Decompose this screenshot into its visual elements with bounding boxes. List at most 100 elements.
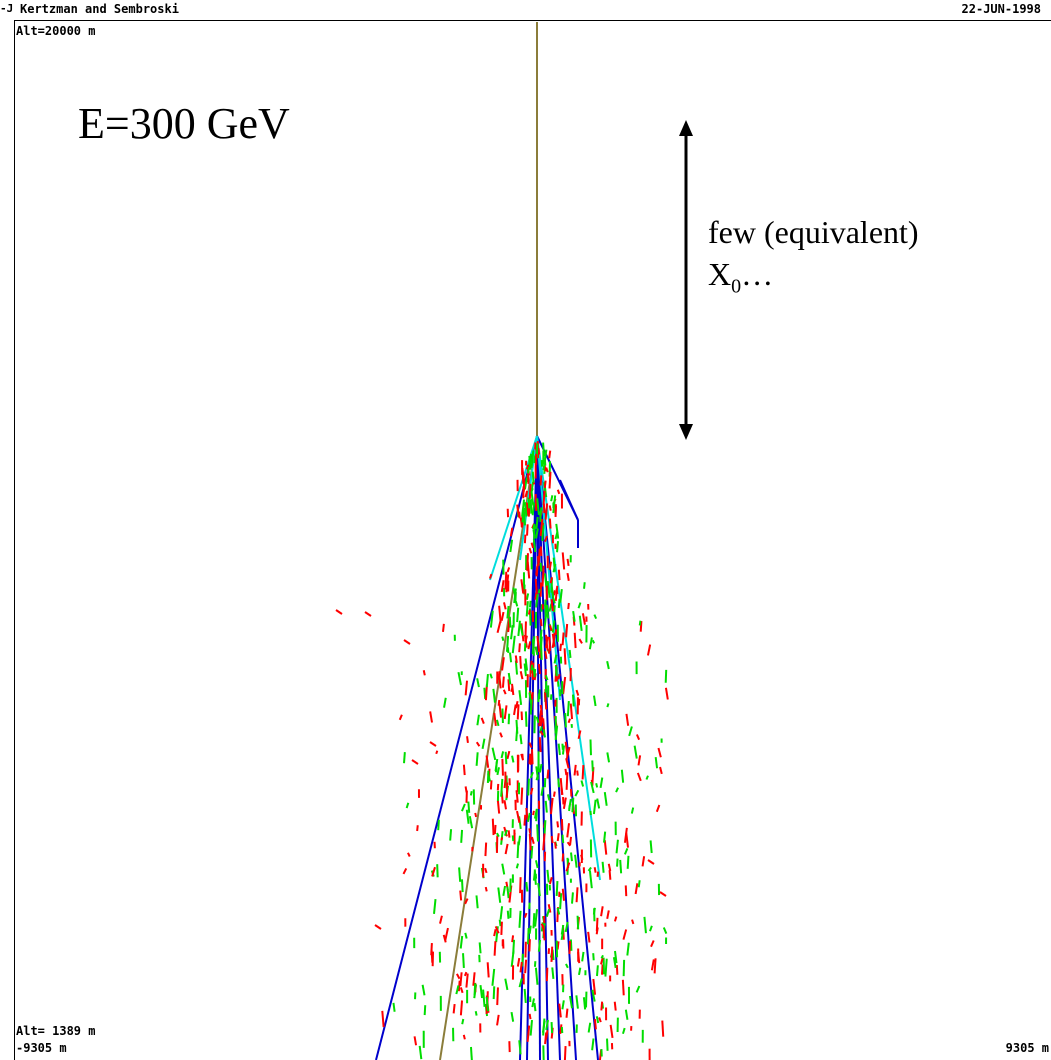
- electron-segment: [552, 791, 556, 797]
- positron-segment: [515, 863, 520, 869]
- electron-segment: [636, 772, 642, 782]
- positron-segment: [582, 997, 587, 1010]
- positron-segment: [518, 978, 523, 988]
- electron-segment: [525, 807, 529, 821]
- electron-segment: [532, 810, 535, 816]
- positron-segment: [593, 695, 597, 707]
- electron-segment: [509, 527, 514, 537]
- electron-segment: [559, 643, 563, 652]
- electron-segment: [600, 906, 604, 917]
- positron-segment: [537, 939, 542, 952]
- positron-segment: [476, 714, 480, 726]
- positron-segment: [405, 802, 410, 809]
- positron-segment: [532, 913, 536, 929]
- electron-segment: [484, 842, 488, 857]
- positron-segment: [537, 588, 541, 594]
- positron-segment: [587, 1022, 592, 1033]
- electron-segment: [497, 699, 501, 706]
- electron-segment: [413, 1036, 418, 1046]
- positron-segment: [530, 490, 535, 506]
- frame-top-border: [14, 20, 1051, 21]
- positron-segment: [509, 539, 514, 553]
- electron-segment: [526, 561, 531, 579]
- electron-segment: [514, 655, 518, 664]
- positron-segment: [517, 620, 521, 637]
- electron-segment: [542, 925, 546, 941]
- positron-segment: [561, 834, 565, 844]
- electron-segment: [528, 547, 533, 554]
- positron-segment: [624, 1009, 629, 1020]
- positron-segment: [532, 667, 536, 677]
- positron-segment: [596, 798, 601, 809]
- electron-segment: [403, 639, 411, 645]
- positron-segment: [554, 531, 559, 540]
- positron-segment: [418, 1045, 423, 1060]
- positron-segment: [531, 636, 536, 655]
- electron-segment: [524, 490, 529, 498]
- positron-segment: [588, 637, 593, 650]
- positron-segment: [633, 745, 638, 759]
- positron-segment: [542, 1018, 546, 1036]
- electron-segment: [381, 1010, 385, 1028]
- electron-segment: [516, 957, 521, 967]
- electron-segment: [500, 611, 505, 621]
- electron-segment: [544, 692, 548, 710]
- electron-segment: [493, 824, 497, 835]
- electron-segment: [550, 835, 554, 844]
- electron-segment: [524, 635, 528, 644]
- positron-segment: [553, 605, 556, 613]
- positron-segment: [551, 620, 556, 633]
- electron-segment: [631, 919, 635, 925]
- positron-segment: [649, 840, 653, 854]
- electron-segment: [641, 856, 646, 867]
- radiation-length-note: few (equivalent) X0…: [708, 212, 919, 299]
- positron-segment: [591, 639, 596, 644]
- electron-segment: [429, 711, 433, 723]
- electron-segment: [548, 561, 553, 571]
- electron-segment: [485, 755, 490, 768]
- electron-segment: [535, 565, 539, 576]
- electron-segment: [661, 1020, 665, 1037]
- electron-segment: [593, 1019, 597, 1030]
- electron-segment: [542, 503, 546, 514]
- positron-segment: [481, 738, 486, 750]
- electron-segment: [550, 599, 554, 612]
- electron-segment: [560, 818, 564, 831]
- electron-segment: [484, 684, 488, 701]
- electron-segment: [613, 916, 618, 922]
- electron-segment: [575, 887, 579, 903]
- electron-segment: [442, 934, 447, 943]
- positron-segment: [561, 745, 565, 755]
- positron-segment: [465, 809, 470, 824]
- positron-segment: [622, 1027, 626, 1035]
- positron-segment: [489, 673, 493, 679]
- positron-segment: [531, 998, 535, 1008]
- positron-segment: [543, 613, 548, 630]
- note-line1: few (equivalent): [708, 214, 919, 250]
- positron-segment: [587, 866, 592, 872]
- electron-segment: [528, 742, 533, 749]
- electron-segment: [565, 758, 570, 769]
- electron-segment: [503, 602, 507, 610]
- electron-segment: [549, 576, 553, 584]
- positron-segment: [492, 688, 496, 703]
- arrow-head-top: [679, 120, 693, 136]
- positron-segment: [536, 498, 540, 516]
- electron-segment: [569, 836, 573, 846]
- note-line2: X0…: [708, 254, 919, 299]
- positron-segment: [524, 711, 528, 727]
- electron-segment: [592, 978, 597, 995]
- electron-segment: [519, 655, 522, 669]
- electron-segment: [625, 713, 630, 726]
- muon-track: [536, 435, 541, 1060]
- positron-segment: [533, 1002, 537, 1012]
- positron-segment: [543, 449, 548, 464]
- positron-segment: [539, 507, 543, 517]
- electron-segment: [486, 962, 490, 978]
- electron-segment: [499, 732, 503, 738]
- electron-segment: [577, 951, 581, 964]
- positron-segment: [556, 541, 560, 553]
- positron-segment: [638, 620, 642, 626]
- electron-segment: [548, 637, 552, 651]
- positron-segment: [557, 598, 561, 609]
